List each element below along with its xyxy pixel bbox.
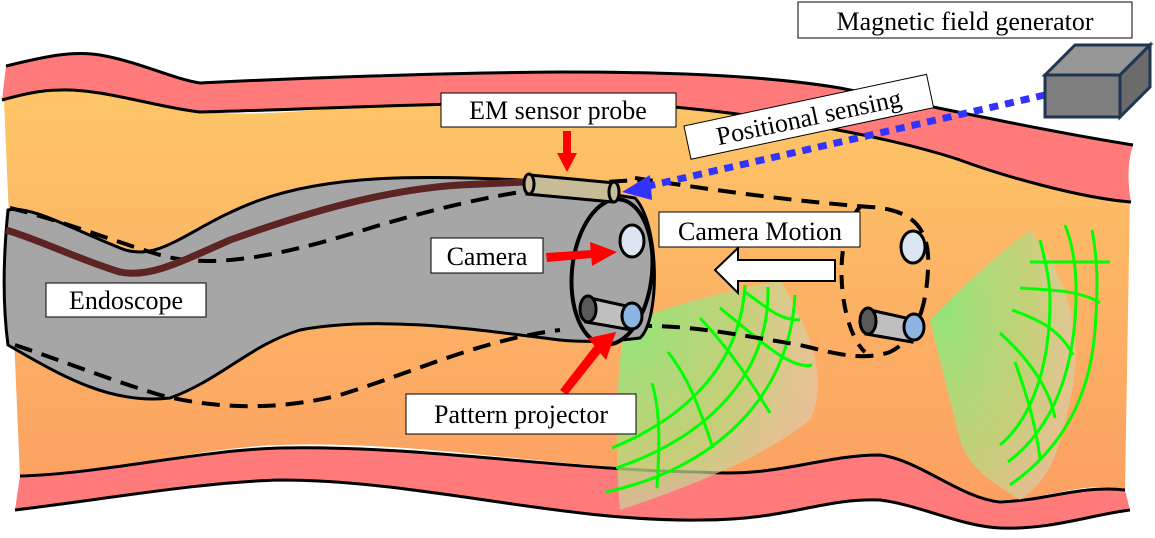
em-sensor-pointer-arrow — [557, 131, 577, 172]
projected-grid-pattern-current — [605, 284, 813, 494]
label-magnetic-field-generator: Magnetic field generator — [797, 1, 1133, 39]
previous-projector — [858, 306, 926, 344]
label-em-sensor-probe: EM sensor probe — [440, 92, 677, 128]
em-sensor-probe — [522, 172, 621, 204]
em-sensor-probe-text: EM sensor probe — [469, 96, 647, 125]
label-endoscope: Endoscope — [45, 282, 207, 318]
previous-camera-lens — [899, 229, 927, 265]
magnetic-field-generator-text: Magnetic field generator — [837, 7, 1094, 36]
magnetic-field-generator-icon — [1041, 41, 1154, 121]
positional-sensing-arrowhead — [622, 175, 652, 200]
endoscope-cable — [5, 178, 526, 277]
lower-tissue-wall — [15, 447, 1130, 529]
camera-motion-arrow — [713, 245, 836, 296]
camera-text: Camera — [447, 242, 528, 271]
pattern-projector-device — [578, 294, 644, 332]
projector-pointer-arrow — [560, 332, 616, 395]
projection-beam-previous — [930, 230, 1076, 500]
label-camera: Camera — [430, 237, 544, 274]
label-pattern-projector: Pattern projector — [405, 393, 637, 435]
endoscope-text: Endoscope — [69, 286, 183, 315]
camera-pointer-arrow — [546, 242, 617, 266]
pattern-projector-text: Pattern projector — [434, 400, 608, 429]
previous-endoscope-outline — [634, 176, 931, 359]
camera-motion-text: Camera Motion — [678, 217, 842, 246]
projected-grid-pattern-previous — [998, 224, 1110, 487]
label-camera-motion: Camera Motion — [658, 211, 861, 248]
projection-beam-current — [616, 280, 819, 510]
positional-sensing-arrow — [639, 91, 1046, 192]
camera-lens — [618, 223, 646, 259]
